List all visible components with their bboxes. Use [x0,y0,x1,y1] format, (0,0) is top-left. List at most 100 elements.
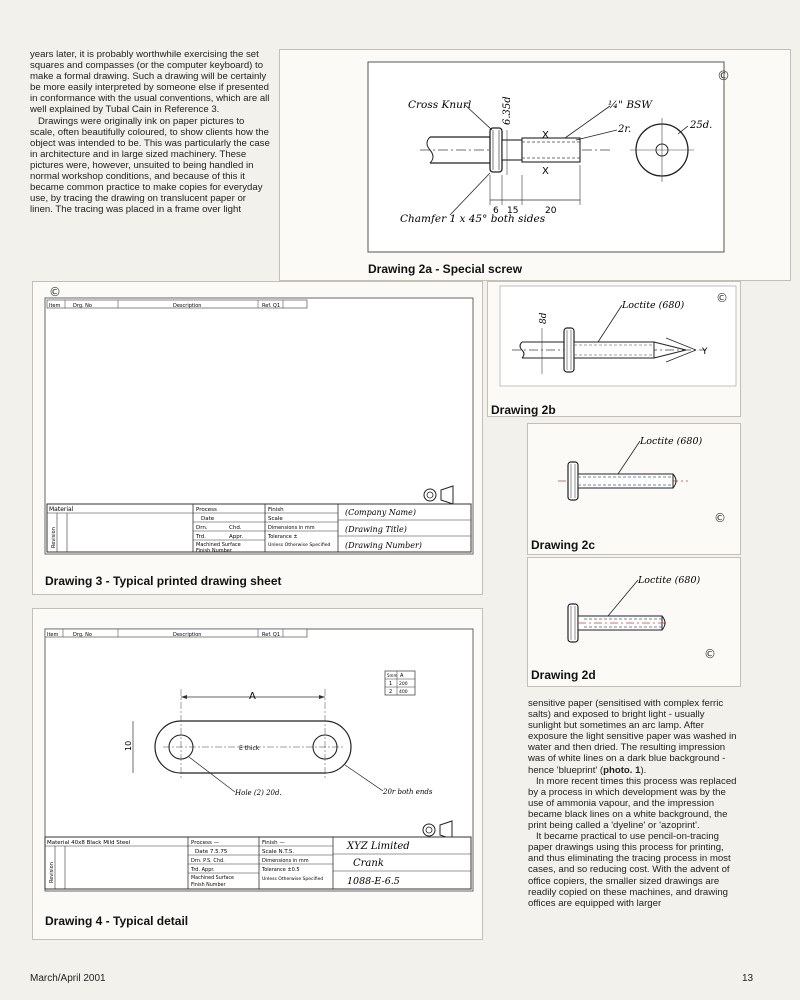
drawing-2c-panel: © Loctite (680) Drawing 2c [527,423,741,555]
material-label: Material 40x8 Black Mild Steel [47,840,131,846]
bsw-label: ¼" BSW [608,99,653,111]
drn-label: Drn. P.S. Chd. [191,858,225,864]
hole-label: Hole (2) 20d. [234,789,282,797]
machined-surface-label: Machined Surface [196,542,241,548]
drawing-2d-panel: © Loctite (680) Drawing 2d [527,557,741,687]
revision-label: Revision [49,862,55,883]
paragraph-text: ). [640,764,647,776]
x-label: X [542,130,549,141]
company-name: XYZ Limited [346,841,410,852]
header-description: Description [173,632,201,638]
drawing-3-caption: Drawing 3 - Typical printed drawing shee… [45,574,282,588]
dim-10-label: 10 [124,741,133,751]
drawing-number: 1088-E-6.5 [347,876,400,887]
table-cell: 1 [389,681,392,687]
unless-label: Unless Otherwise Specified [268,542,331,548]
drawing-2d-figure: © Loctite (680) [567,575,716,661]
process-label: Process — [191,840,220,846]
date-label: Date 7.5.75 [195,849,228,855]
trd-label: Trd. [195,534,206,540]
page-number: 13 [742,973,754,984]
material-label: Material [49,506,74,513]
drawing-title: Crank [353,858,384,869]
radius-label: 20r both ends [382,788,433,796]
d25-label: 25d. [689,120,712,131]
machined-surface-label: Machined Surface [191,875,234,881]
trd-label: Trd. Appr. [190,867,215,873]
finish-number-label: Finish Number [196,548,233,554]
dim-6: 6 [493,206,499,216]
copyright-mark: © [49,285,61,299]
drawing-3-sheet: © Item Drg. No Description Ref. Q1 Mater… [44,285,474,555]
tolerance-label: Tolerance ±0.5 [261,867,300,873]
left-text-column: years later, it is probably worthwhile e… [30,49,270,215]
loctite-label: Loctite (680) [639,436,703,447]
table-cell: A [400,673,404,679]
table-cell: 2 [389,689,392,695]
header-drg-no: Drg. No [73,632,92,638]
drawing-2d-caption: Drawing 2d [531,668,596,682]
thickness-label: E thick [239,745,260,752]
loctite-label: Loctite (680) [637,575,701,586]
drawing-number: (Drawing Number) [345,541,422,550]
drawing-4-panel: Item Drg. No Description Ref. Q1 5mm A 1… [32,608,483,940]
header-item: Item [49,303,61,309]
dia-label: 6.35d [502,96,513,125]
header-item: Item [47,632,59,638]
table-cell: 400 [399,689,408,695]
drawing-4-caption: Drawing 4 - Typical detail [45,914,189,928]
radius-2r-label: 2r. [617,124,631,135]
paragraph: In more recent times this process was re… [528,775,737,832]
dim-15: 15 [507,206,518,216]
cross-knurl-label: Cross Knurl [408,99,471,111]
drawing-2a-caption: Drawing 2a - Special screw [368,262,523,276]
y-label: Y [701,347,708,357]
header-ref: Ref. Q1 [262,303,280,309]
paragraph: Drawings were originally ink on paper pi… [30,115,270,216]
paragraph: sensitive paper (sensitised with complex… [528,698,740,776]
finish-label: Finish — [262,840,285,846]
appr-label: Appr. [229,534,244,540]
dim-a-label: A [249,691,256,702]
chd-label: Chd. [229,525,242,531]
paragraph: It became practical to use pencil-on-tra… [528,831,731,909]
drawing-2b-caption: Drawing 2b [491,403,556,417]
paragraph: years later, it is probably worthwhile e… [30,49,270,116]
scale-label: Scale [268,516,283,522]
drawing-2b-figure: © Y 8d Loctite (680) [499,285,737,387]
photo-reference: photo. 1 [603,764,641,776]
x-label: X [542,166,549,177]
copyright-mark: © [704,647,716,661]
drn-label: Drn. [196,525,208,531]
header-ref: Ref. Q1 [262,632,280,638]
drawing-2c-caption: Drawing 2c [531,538,596,552]
drawing-2c-figure: © Loctite (680) [558,436,726,525]
drawing-4-sheet: Item Drg. No Description Ref. Q1 5mm A 1… [44,628,474,892]
finish-label: Finish [268,507,284,513]
dimensions-label: Dimensions in mm [268,525,315,531]
process-label: Process [196,507,217,513]
drawing-title: (Drawing Title) [345,525,407,534]
dia-8d-label: 8d [539,312,549,324]
header-description: Description [173,303,201,309]
copyright-mark: © [714,511,726,525]
paragraph-text: sensitive paper (sensitised with complex… [528,698,737,776]
date-label: Date [201,516,215,522]
copyright-mark: © [717,69,730,84]
tolerance-label: Tolerance ± [267,534,298,540]
table-cell: 200 [399,681,408,687]
drawing-3-panel: © Item Drg. No Description Ref. Q1 Mater… [32,281,483,595]
scale-label: Scale N.T.S. [262,849,294,855]
right-text-column: sensitive paper (sensitised with complex… [528,698,740,909]
drawing-2a-panel: © Cross Knurl 6.35d ¼" BSW 2r. X X 25d. [279,49,791,281]
finish-number-label: Finish Number [191,882,225,888]
table-cell: 5mm [387,673,397,678]
company-name: (Company Name) [345,508,416,517]
header-drg-no: Drg. No [73,303,92,309]
drawing-2b-panel: © Y 8d Loctite (680) Drawing 2b [487,281,741,417]
loctite-label: Loctite (680) [621,300,685,311]
drawing-2a-figure: © Cross Knurl 6.35d ¼" BSW 2r. X X 25d. [367,61,730,253]
issue-date: March/April 2001 [30,973,106,984]
dimensions-label: Dimensions in mm [262,858,309,864]
dim-20: 20 [545,206,557,216]
